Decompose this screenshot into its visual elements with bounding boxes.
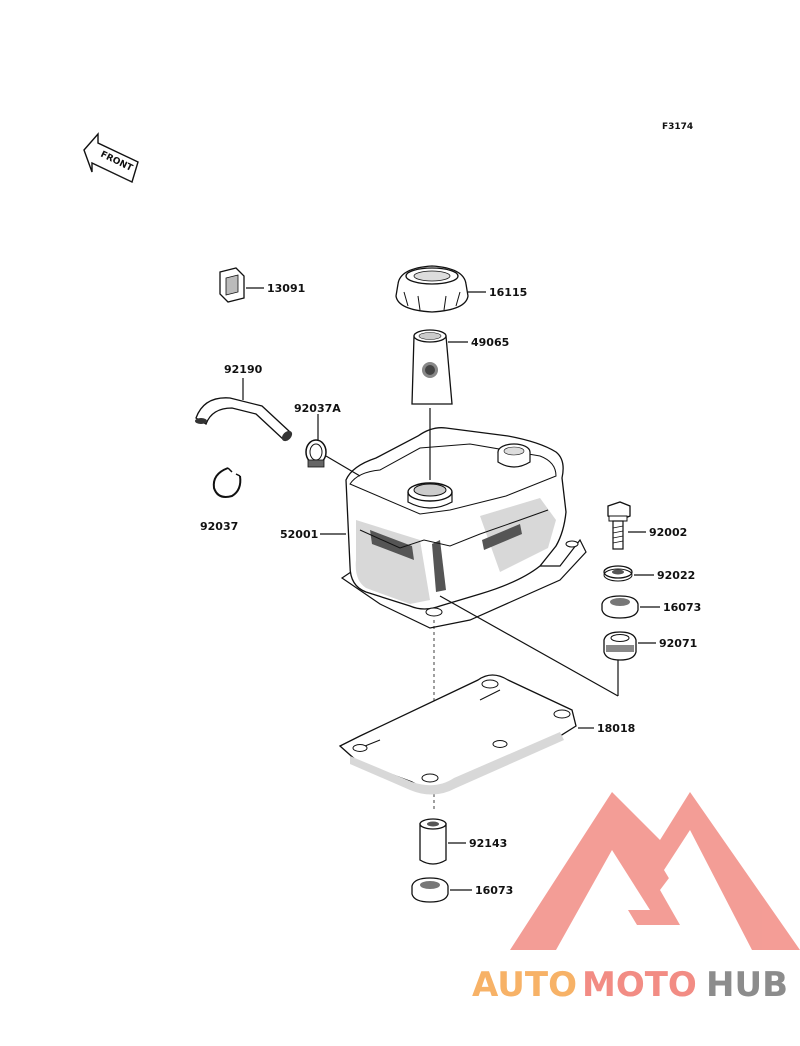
label-92037A: 92037A	[294, 402, 341, 415]
label-16115: 16115	[489, 286, 527, 299]
label-52001: 52001	[280, 528, 318, 541]
part-92037-clip-ring	[212, 467, 242, 498]
part-49065-strainer	[411, 329, 453, 405]
part-16115-fuel-cap	[395, 265, 469, 313]
part-52001-fuel-tank	[340, 427, 587, 629]
part-16073-grommet-upper	[601, 595, 639, 619]
front-arrow-icon: FRONT	[83, 132, 139, 184]
label-92037: 92037	[200, 520, 238, 533]
label-92002: 92002	[649, 526, 687, 539]
part-92002-bolt	[607, 501, 631, 550]
part-92037A-clamp	[305, 439, 327, 468]
part-92190-breather-tube	[195, 397, 293, 442]
watermark-hub: HUB	[706, 965, 788, 1005]
part-13091-clip	[219, 267, 245, 303]
label-16073-lower: 16073	[475, 884, 513, 897]
label-92143: 92143	[469, 837, 507, 850]
part-92071-grommet	[603, 631, 637, 661]
label-13091: 13091	[267, 282, 305, 295]
label-16073-upper: 16073	[663, 601, 701, 614]
label-92022: 92022	[657, 569, 695, 582]
label-49065: 49065	[471, 336, 509, 349]
label-92071: 92071	[659, 637, 697, 650]
part-92022-washer	[603, 565, 633, 582]
part-92143-collar	[419, 818, 447, 865]
watermark-moto: MOTO	[582, 965, 697, 1005]
watermark-auto: AUTO	[472, 965, 577, 1005]
label-18018: 18018	[597, 722, 635, 735]
part-18018-heat-plate	[338, 674, 577, 795]
label-92190: 92190	[224, 363, 263, 376]
figure-code: F3174	[662, 122, 693, 132]
part-16073-grommet-lower	[411, 877, 449, 903]
automotohub-logo	[510, 792, 800, 950]
